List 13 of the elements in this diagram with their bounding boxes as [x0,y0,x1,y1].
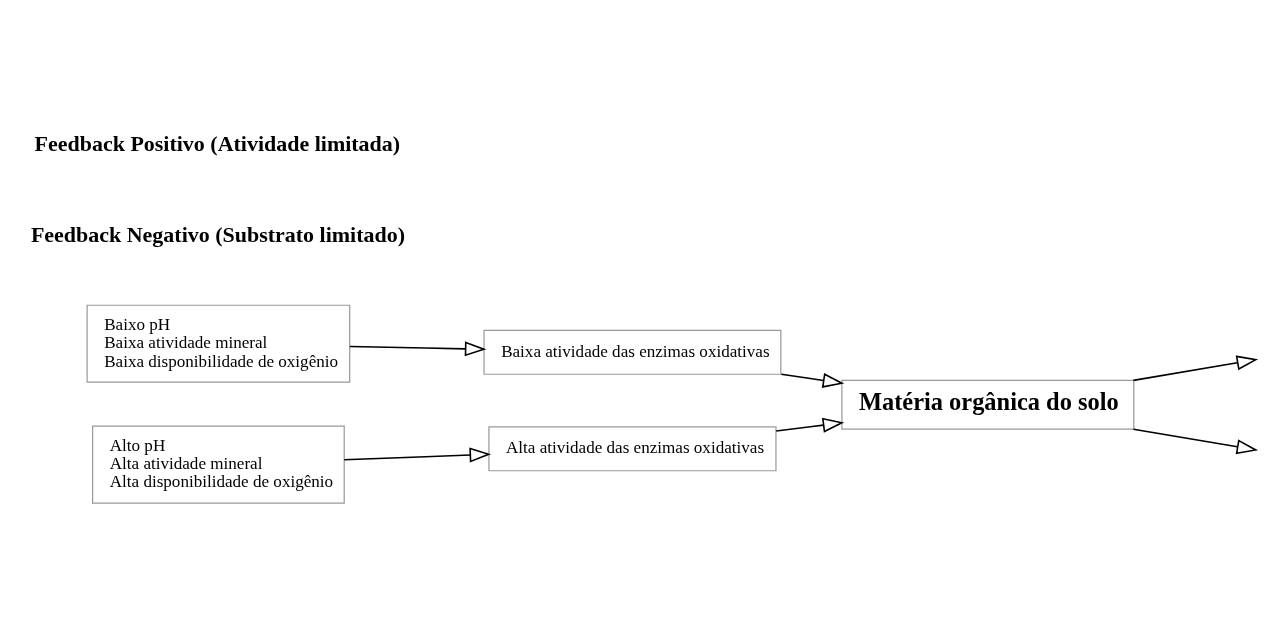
arrow [780,372,845,388]
node-box: Alta atividade das enzimas oxidativas [488,425,777,471]
node-box: Matéria orgânica do solo [841,379,1135,430]
node-box: Baixo pH Baixa atividade mineral Baixa disponibilidade de oxigênio [86,304,351,383]
arrow [1132,354,1259,381]
node-box: Baixa atividade das enzimas oxidativas [483,329,782,375]
node-box: Alto pH Alta atividade mineral Alta disponibilidade de oxigênio [92,425,345,504]
arrow [1132,427,1259,454]
label: Feedback Negativo (Substrato limitado) [30,221,405,247]
arrow [343,447,492,463]
arrow [775,417,845,433]
arrow [349,340,487,356]
label: Feedback Positivo (Atividade limitada) [34,130,401,156]
